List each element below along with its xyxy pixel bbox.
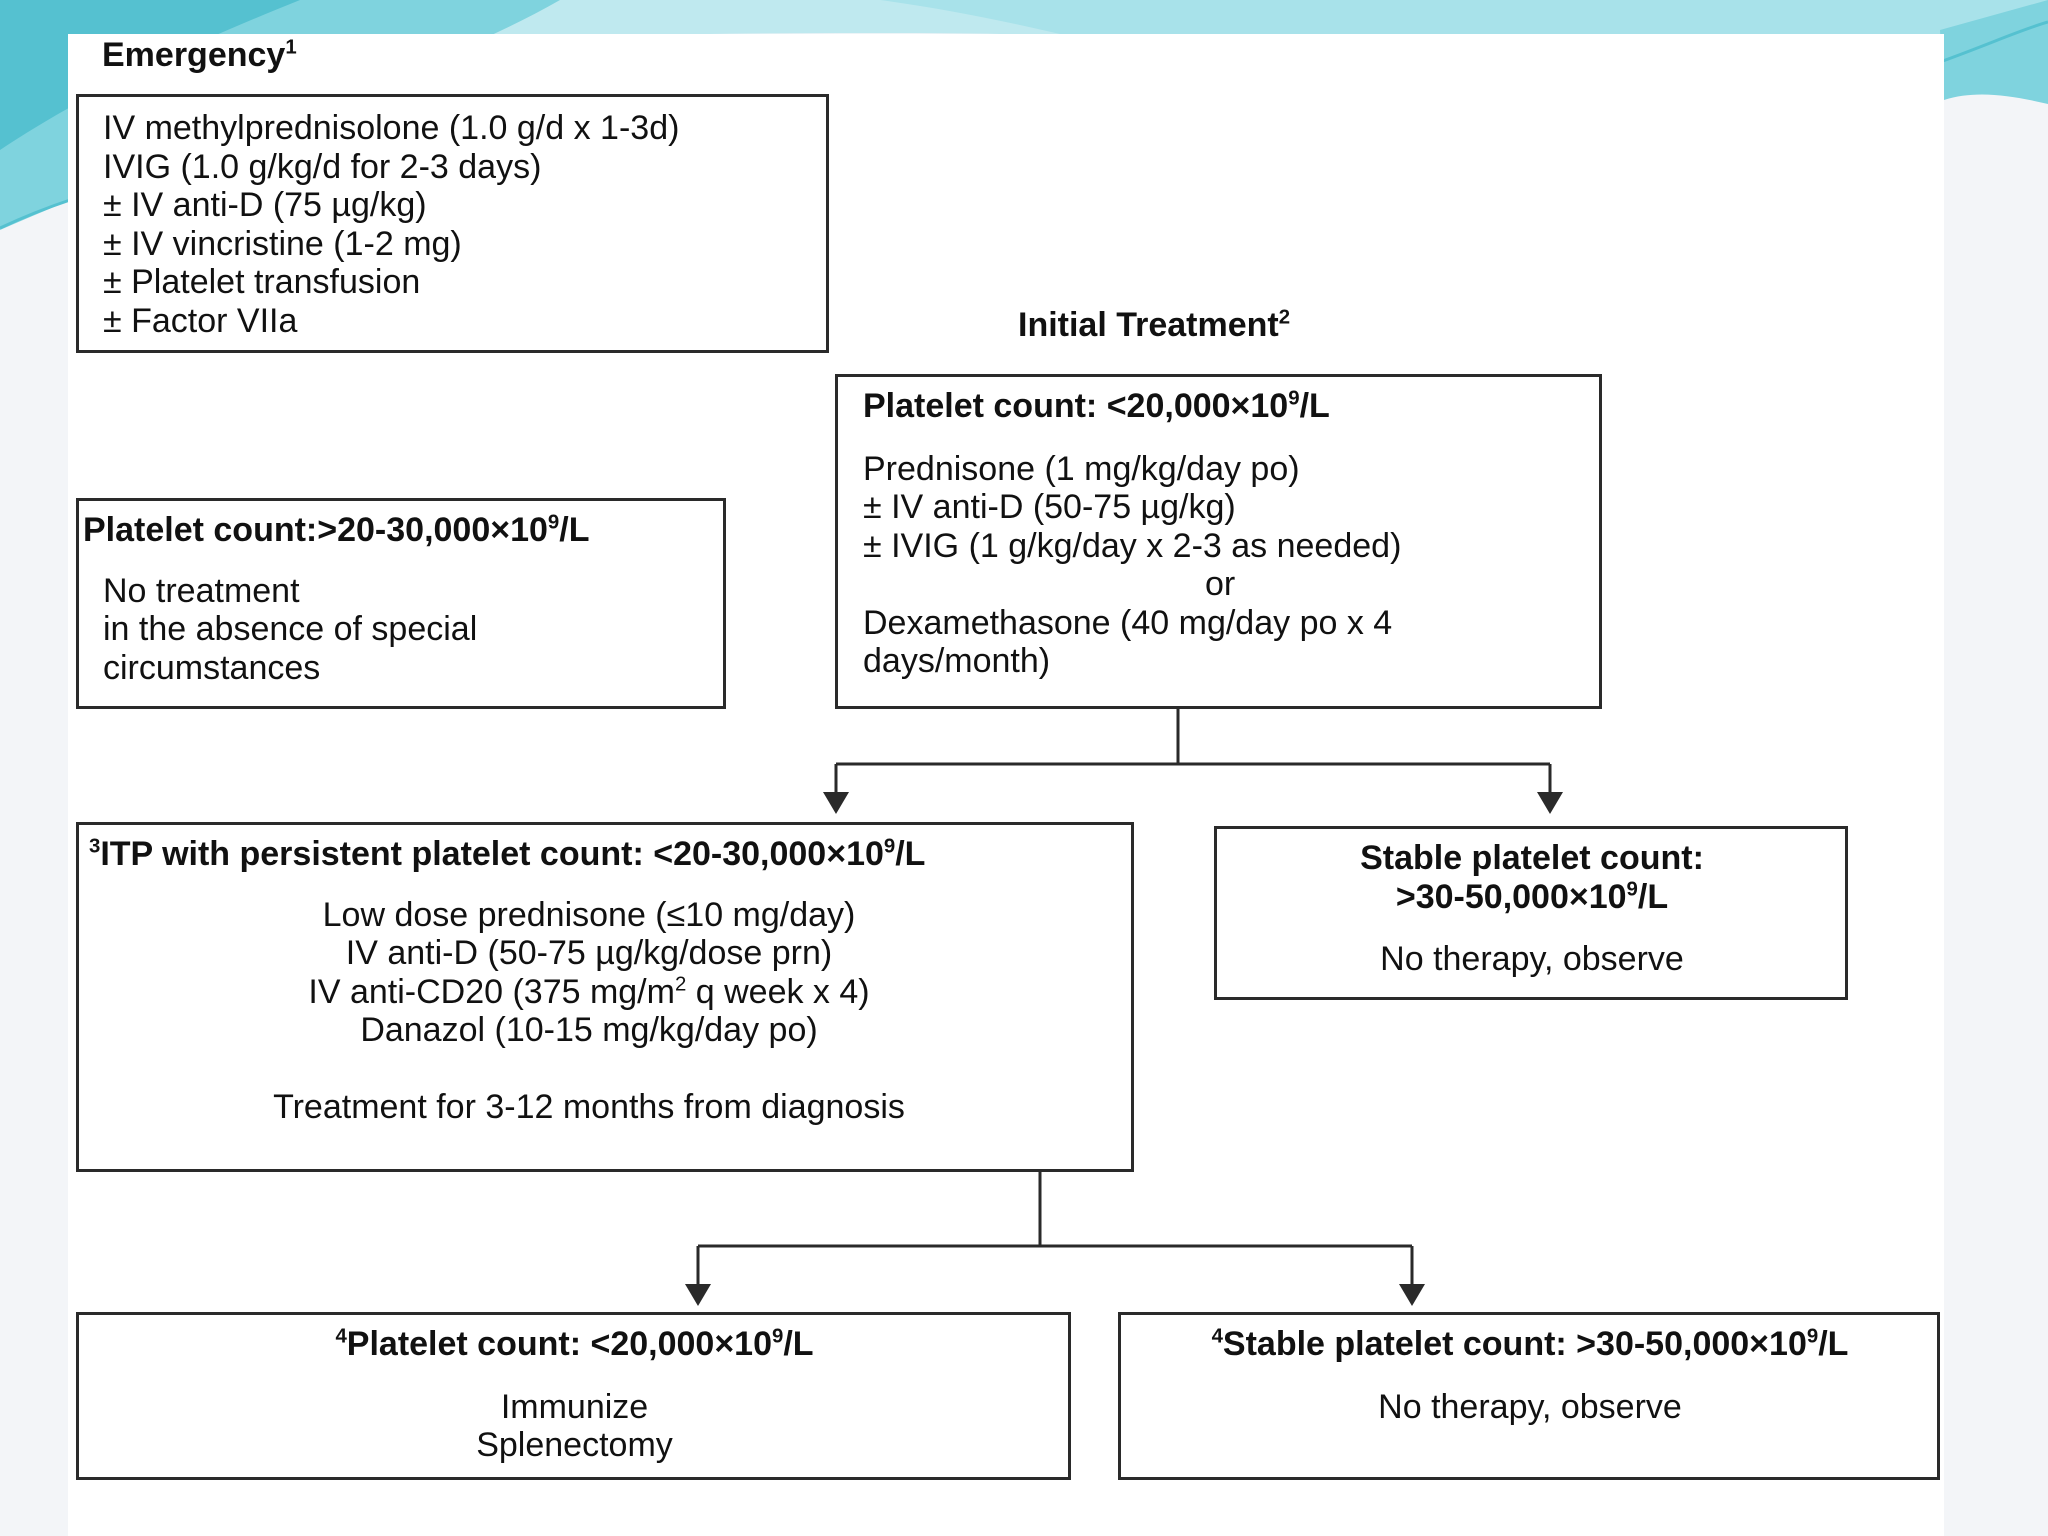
emergency-line: ± IV anti-D (75 µg/kg) [103,186,427,224]
initial-treatment-line: Prednisone (1 mg/kg/day po) [863,449,1300,488]
bottom-splenectomy-box: 4Platelet count: <20,000×109/L Immunize … [76,1312,1071,1480]
no-treatment-box: Platelet count:>20-30,000×109/L No treat… [76,498,726,709]
no-treatment-line: circumstances [103,648,321,687]
persistent-itp-header: 3ITP with persistent platelet count: <20… [89,835,926,873]
initial-treatment-line: ± IV anti-D (50-75 µg/kg) [863,488,1236,526]
emergency-title: Emergency [102,36,286,74]
bottom-stable-header: 4Stable platelet count: >30-50,000×109/L [1211,1325,1849,1363]
emergency-line: IV methylprednisolone (1.0 g/d x 1-3d) [103,109,680,147]
bottom-stable-box: 4Stable platelet count: >30-50,000×109/L… [1118,1312,1940,1480]
persistent-itp-line: IV anti-CD20 (375 mg/m2 q week x 4) [308,972,870,1011]
no-treatment-line: in the absence of special [103,610,478,648]
initial-treatment-box: Platelet count: <20,000×109/L Prednisone… [835,374,1602,709]
initial-treatment-line: Dexamethasone (40 mg/day po x 4 [863,603,1393,642]
persistent-itp-footer: Treatment for 3-12 months from diagnosis [273,1087,905,1126]
emergency-line: IVIG (1.0 g/kg/d for 2-3 days) [103,147,542,186]
emergency-heading: Emergency1 [102,36,297,75]
bottom-splenectomy-line: Immunize [500,1387,649,1426]
bottom-stable-body: No therapy, observe [1378,1387,1682,1426]
initial-treatment-line: days/month) [863,642,1051,680]
bottom-splenectomy-line: Splenectomy [476,1426,673,1464]
emergency-line: ± Factor VIIa [103,301,298,340]
stable-platelet-header: >30-50,000×109/L [1395,877,1669,916]
initial-treatment-title: Initial Treatment [1018,306,1279,344]
emergency-line: ± Platelet transfusion [103,263,421,301]
stable-platelet-body: No therapy, observe [1380,940,1684,978]
persistent-itp-line: IV anti-D (50-75 µg/kg/dose prn) [345,934,833,972]
initial-treatment-line: ± IVIG (1 g/kg/day x 2-3 as needed) [863,526,1402,565]
stable-platelet-box: Stable platelet count: >30-50,000×109/L … [1214,826,1848,1000]
no-treatment-line: No treatment [103,571,300,610]
persistent-itp-line: Danazol (10-15 mg/kg/day po) [360,1011,818,1049]
bottom-splenectomy-header: 4Platelet count: <20,000×109/L [335,1325,814,1363]
persistent-itp-box: 3ITP with persistent platelet count: <20… [76,822,1134,1172]
persistent-itp-line: Low dose prednisone (≤10 mg/day) [322,895,856,934]
initial-treatment-or: or [1205,565,1236,603]
no-treatment-header: Platelet count:>20-30,000×109/L [83,511,590,549]
initial-treatment-footnote-marker: 2 [1278,306,1291,329]
emergency-footnote-marker: 1 [285,36,297,59]
emergency-box: IV methylprednisolone (1.0 g/d x 1-3d) I… [76,94,829,353]
stable-platelet-header: Stable platelet count: [1360,839,1704,877]
emergency-line: ± IV vincristine (1-2 mg) [103,224,462,263]
initial-treatment-heading: Initial Treatment2 [1018,306,1290,345]
initial-treatment-header: Platelet count: <20,000×109/L [863,387,1330,425]
